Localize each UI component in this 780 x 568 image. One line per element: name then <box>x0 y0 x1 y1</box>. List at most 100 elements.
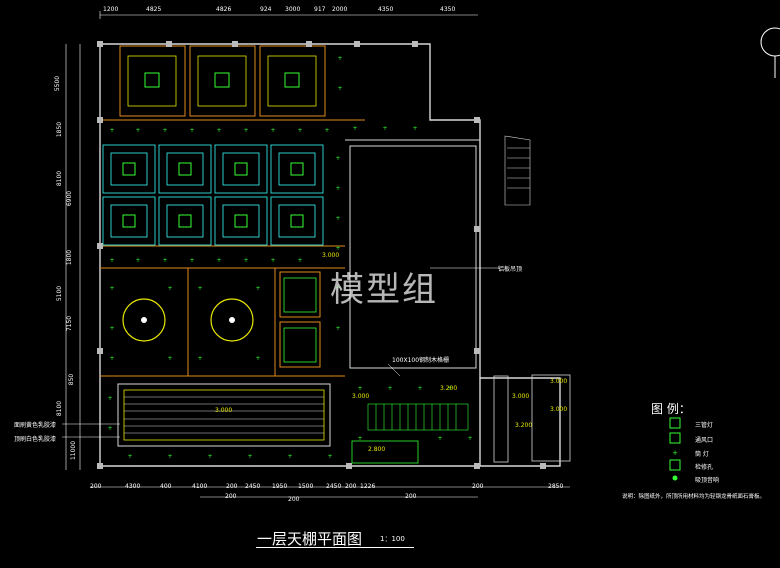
svg-text:+: + <box>109 127 114 134</box>
svg-text:+: + <box>197 355 202 362</box>
elevation-mark: 3.000 <box>550 378 568 385</box>
yellow-paint-note: 面刷黄色乳胶漆 <box>14 422 57 429</box>
dim-left-7: 7150 <box>66 315 74 332</box>
svg-text:+: + <box>335 325 340 332</box>
dim-bottom-3: 400 <box>160 483 172 490</box>
elevation-mark: 3.200 <box>440 385 458 392</box>
left-dimension-line <box>65 44 81 470</box>
svg-text:+: + <box>243 257 248 264</box>
dim-bottom-1: 200 <box>90 483 102 490</box>
dim-left-1: 5500 <box>54 75 62 92</box>
svg-text:+: + <box>109 257 114 264</box>
dim-bottom-5: 200 <box>226 483 238 490</box>
svg-text:+: + <box>335 155 340 162</box>
title-underline <box>256 547 414 548</box>
svg-text:+: + <box>447 385 452 392</box>
legend-item-label: 通风口 <box>695 437 714 444</box>
white-paint-note: 顶刷白色乳胶漆 <box>14 436 57 443</box>
svg-text:+: + <box>287 453 292 460</box>
svg-text:+: + <box>357 435 362 442</box>
orange-bands <box>100 119 365 377</box>
spot-lamps: ++++ ++++ ++++ ++++ ++++ ++++ ++++ ++++ … <box>107 55 472 460</box>
legend-note: 说明：除图纸外，所顶所用材料均为轻钢龙骨纸面石膏板。 <box>622 494 766 500</box>
svg-text:+: + <box>270 127 275 134</box>
dim-top-7: 2000 <box>332 6 348 13</box>
svg-text:+: + <box>335 215 340 222</box>
svg-text:+: + <box>437 435 442 442</box>
bottom-dimension-line <box>90 486 570 498</box>
dim-bottom-8: 1500 <box>298 483 314 490</box>
svg-text:+: + <box>109 325 114 332</box>
svg-text:+: + <box>189 257 194 264</box>
dim-bottom-7: 1950 <box>272 483 288 490</box>
dim-bottom-total-3: 200 <box>405 493 417 500</box>
svg-text:+: + <box>167 355 172 362</box>
top-coffers <box>119 45 326 117</box>
dim-top-3: 4826 <box>216 6 232 13</box>
dim-left-9: 8100 <box>56 400 64 417</box>
dim-left-5: 1800 <box>66 249 74 266</box>
svg-text:+: + <box>107 425 112 432</box>
svg-text:+: + <box>335 245 340 252</box>
top-dimension-line <box>99 11 478 19</box>
dim-left-6: 5100 <box>56 285 64 302</box>
dim-bottom-4: 4100 <box>192 483 208 490</box>
svg-text:+: + <box>352 125 357 132</box>
svg-text:+: + <box>357 385 362 392</box>
dim-top-5: 3000 <box>285 6 301 13</box>
atrium-area <box>345 139 480 369</box>
dim-bottom-9: 2450 <box>326 483 342 490</box>
legend-item-label: 三管灯 <box>695 422 714 429</box>
svg-text:+: + <box>167 285 172 292</box>
svg-text:+: + <box>216 257 221 264</box>
north-arrow-icon <box>760 27 780 78</box>
dim-bottom-11: 1226 <box>360 483 376 490</box>
elevation-mark: 2.800 <box>368 446 386 453</box>
svg-text:+: + <box>387 385 392 392</box>
dim-left-3: 8100 <box>56 170 64 187</box>
svg-text:+: + <box>324 127 329 134</box>
svg-text:+: + <box>107 395 112 402</box>
dim-left-2: 1850 <box>56 121 64 138</box>
svg-text:+: + <box>247 453 252 460</box>
round-ceiling-lamps <box>122 298 254 342</box>
svg-text:+: + <box>197 285 202 292</box>
drawing-title: 一层天棚平面图 <box>257 530 363 548</box>
svg-text:+: + <box>327 453 332 460</box>
stair <box>504 135 531 206</box>
svg-text:+: + <box>335 285 340 292</box>
right-small-coffers <box>279 271 321 368</box>
leader-lines <box>62 267 500 438</box>
svg-text:+: + <box>335 185 340 192</box>
svg-text:+: + <box>337 85 342 92</box>
building-outline <box>99 43 561 467</box>
svg-text:+: + <box>189 127 194 134</box>
svg-text:+: + <box>412 125 417 132</box>
svg-text:+: + <box>162 127 167 134</box>
elevation-mark: 3.000 <box>352 393 370 400</box>
svg-text:+: + <box>255 355 260 362</box>
svg-text:+: + <box>297 127 302 134</box>
drawing-scale: 1：100 <box>380 535 405 543</box>
dim-bottom-total-1: 200 <box>225 493 237 500</box>
svg-text:+: + <box>672 449 678 457</box>
round-lamp-centers <box>141 317 235 323</box>
feature-ceiling-slats <box>124 396 324 434</box>
bracket-note: 铝板吊顶 <box>498 266 523 273</box>
svg-text:+: + <box>167 453 172 460</box>
svg-text:+: + <box>417 385 422 392</box>
dim-left-8: 850 <box>68 373 76 386</box>
right-service-block <box>493 374 571 463</box>
elevation-mark: 3.000 <box>512 393 530 400</box>
svg-text:+: + <box>337 55 342 62</box>
dim-top-2: 4825 <box>146 6 162 13</box>
grid-coffers <box>102 144 324 246</box>
timber-grille <box>367 403 469 431</box>
svg-text:+: + <box>467 435 472 442</box>
svg-text:+: + <box>135 257 140 264</box>
feature-ceiling <box>117 383 331 447</box>
legend-title: 图 例： <box>651 402 691 416</box>
dim-bottom-2: 4300 <box>125 483 141 490</box>
dim-bottom-10: 200 <box>345 483 357 490</box>
